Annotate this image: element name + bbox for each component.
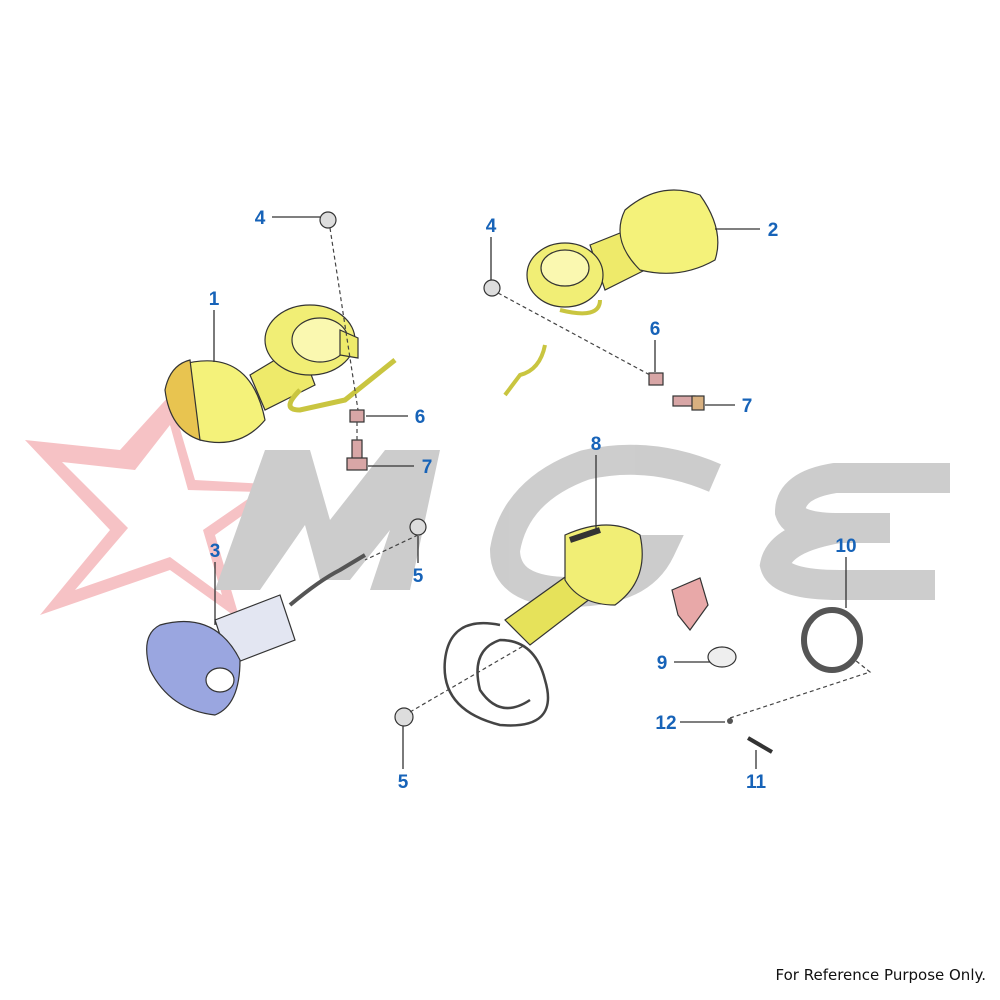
label-part-11[interactable]: 11	[746, 772, 767, 793]
part-8-turn-signal	[443, 524, 643, 727]
label-part-4[interactable]: 4	[486, 216, 497, 237]
label-part-5[interactable]: 5	[413, 566, 424, 587]
label-part-2[interactable]: 2	[768, 220, 779, 241]
label-part-5[interactable]: 5	[398, 772, 409, 793]
part-1-turn-signal	[164, 304, 397, 444]
label-part-10[interactable]: 10	[835, 536, 856, 557]
part-2-turn-signal	[503, 189, 719, 397]
assembly-lines	[329, 227, 872, 719]
watermark-logo	[25, 395, 950, 620]
label-part-4[interactable]: 4	[255, 208, 266, 229]
label-part-3[interactable]: 3	[210, 541, 221, 562]
label-part-12[interactable]: 12	[655, 713, 676, 734]
leader-lines	[213, 216, 847, 769]
label-part-6[interactable]: 6	[415, 407, 426, 428]
nuts-and-bolts	[319, 211, 863, 754]
label-part-7[interactable]: 7	[742, 396, 753, 417]
part-labels: 1 2 3 4 4 5 5 6 6 7 7 8 9 10 11 12	[209, 208, 857, 793]
label-part-1[interactable]: 1	[209, 289, 220, 310]
label-part-6[interactable]: 6	[650, 319, 661, 340]
label-part-9[interactable]: 9	[657, 653, 668, 674]
part-3-turn-signal	[146, 553, 367, 716]
label-part-7[interactable]: 7	[422, 457, 433, 478]
watermark-letter-e	[759, 463, 950, 600]
watermark-letter-m	[215, 450, 440, 590]
label-part-8[interactable]: 8	[591, 434, 602, 455]
reference-disclaimer: For Reference Purpose Only.	[775, 966, 986, 984]
